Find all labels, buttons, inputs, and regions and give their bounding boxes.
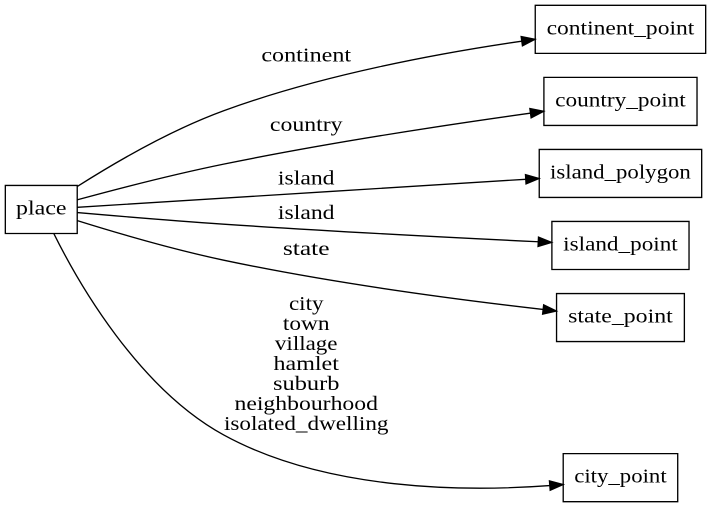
- svg-text:hamlet: hamlet: [274, 353, 340, 375]
- svg-text:island_polygon: island_polygon: [550, 161, 691, 183]
- svg-text:city_point: city_point: [574, 466, 667, 488]
- svg-text:country: country: [270, 114, 343, 136]
- svg-text:state_point: state_point: [568, 305, 673, 327]
- svg-text:suburb: suburb: [273, 373, 339, 395]
- svg-text:island: island: [278, 202, 335, 224]
- svg-text:village: village: [275, 333, 338, 355]
- svg-text:neighbourhood: neighbourhood: [234, 393, 378, 415]
- svg-text:continent: continent: [261, 45, 351, 67]
- svg-text:town: town: [283, 313, 330, 335]
- svg-text:state: state: [283, 238, 330, 260]
- svg-text:island: island: [278, 167, 335, 189]
- svg-text:city: city: [289, 293, 323, 315]
- svg-text:country_point: country_point: [555, 89, 686, 111]
- svg-text:isolated_dwelling: isolated_dwelling: [224, 413, 389, 435]
- svg-text:island_point: island_point: [563, 233, 678, 255]
- svg-text:place: place: [16, 197, 67, 219]
- svg-text:continent_point: continent_point: [547, 17, 695, 39]
